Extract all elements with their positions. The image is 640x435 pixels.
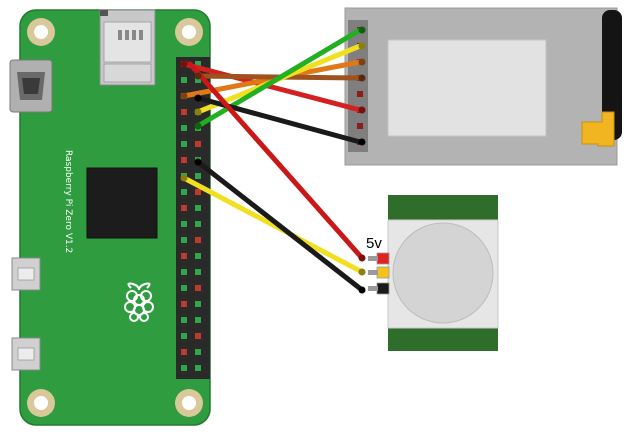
wires [181, 27, 365, 293]
gpio-pin [195, 365, 201, 371]
gpio-pin [195, 333, 201, 339]
gpio-pin [195, 237, 201, 243]
mounting-hole-top-right [175, 18, 203, 46]
micro-usb-port-1 [11, 257, 41, 291]
gpio-pin [195, 221, 201, 227]
gpio-pin [181, 205, 187, 211]
gpio-pin [181, 141, 187, 147]
wire-black-pir [195, 159, 365, 293]
mini-hdmi-port [9, 59, 53, 113]
gpio-pin [195, 301, 201, 307]
gpio-pin [195, 349, 201, 355]
gpio-pin [195, 141, 201, 147]
pir-dome [392, 222, 494, 324]
gpio-pin [195, 269, 201, 275]
gpio-pin [181, 157, 187, 163]
gpio-pin [195, 253, 201, 259]
gpio-pin [181, 221, 187, 227]
gpio-pin [195, 189, 201, 195]
gpio-pin [181, 269, 187, 275]
radio-pin [357, 123, 363, 129]
gpio-pin [181, 365, 187, 371]
gpio-pin [181, 253, 187, 259]
gpio-pin [181, 77, 187, 83]
gpio-pin [181, 109, 187, 115]
gpio-pin [195, 285, 201, 291]
wire-green-radio [195, 27, 363, 129]
mounting-hole-bottom-right [175, 389, 203, 417]
gpio-pin [181, 125, 187, 131]
gpio-pin [195, 61, 201, 67]
gpio-pin [181, 349, 187, 355]
sd-card-slot [99, 9, 156, 86]
wire-red-radio [181, 61, 363, 113]
gpio-pin [195, 173, 201, 179]
wire-end-caps [180, 26, 366, 294]
gpio-pin [181, 237, 187, 243]
micro-usb-port-2 [11, 337, 41, 371]
radio-module [344, 7, 618, 166]
pir-sensor: 5v [366, 195, 499, 351]
gpio-pin [181, 301, 187, 307]
gpio-header [176, 57, 210, 379]
mounting-hole-bottom-left [27, 389, 55, 417]
pir-voltage-label: 5v [366, 235, 382, 252]
soc-chip [86, 167, 158, 239]
gpio-pin [181, 189, 187, 195]
raspberry-pi-zero-board: Raspberry Pi Zero V1.2 [9, 9, 211, 426]
wire-yellow-pir [181, 175, 365, 275]
gpio-pin [195, 77, 201, 83]
gpio-pin [181, 285, 187, 291]
gpio-pin [195, 205, 201, 211]
gpio-pin [181, 317, 187, 323]
wire-red-pir [187, 61, 365, 261]
antenna-icon [581, 10, 622, 147]
radio-pin [357, 91, 363, 97]
mounting-hole-top-left [27, 18, 55, 46]
gpio-pin [181, 333, 187, 339]
pi-board-label: Raspberry Pi Zero V1.2 [63, 150, 73, 253]
raspberry-logo-icon [124, 282, 154, 322]
gpio-pin [195, 317, 201, 323]
